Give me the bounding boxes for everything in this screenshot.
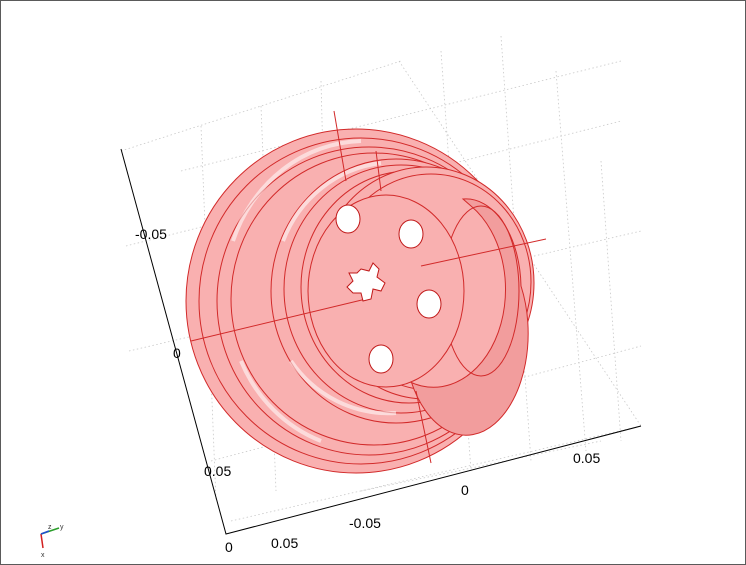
center-disc bbox=[307, 194, 465, 388]
bolt-hole bbox=[416, 289, 442, 319]
x-axis-icon bbox=[40, 533, 44, 549]
bolt-hole bbox=[398, 219, 424, 249]
bolt-hole bbox=[335, 204, 361, 234]
spline-bore bbox=[346, 262, 386, 302]
triad-y-label: y bbox=[60, 524, 64, 531]
bolt-hole bbox=[368, 344, 394, 374]
axis-tick-label: 0 bbox=[225, 539, 233, 555]
axis-tick-label: -0.05 bbox=[135, 226, 167, 242]
axis-tick-label: 0.05 bbox=[271, 535, 298, 551]
triad-x-label: x bbox=[41, 552, 45, 559]
orientation-triad: y x z bbox=[40, 524, 64, 559]
axis-tick-label: -0.05 bbox=[349, 515, 381, 531]
inner-recess bbox=[395, 198, 529, 436]
axis-frame bbox=[120, 148, 642, 535]
axis-tick-label: 0.05 bbox=[204, 463, 231, 479]
axis-tick-label: 0 bbox=[173, 345, 181, 361]
z-axis-icon bbox=[40, 530, 50, 535]
axis-tick-label: 0.05 bbox=[573, 450, 600, 466]
triad-z-label: z bbox=[48, 524, 52, 531]
axis-tick-label: 0 bbox=[461, 482, 469, 498]
pulley-model[interactable] bbox=[185, 110, 547, 474]
axis-tick-labels: -0.05 0 0.05 0 0.05 0.05 0 -0.05 bbox=[135, 226, 600, 555]
